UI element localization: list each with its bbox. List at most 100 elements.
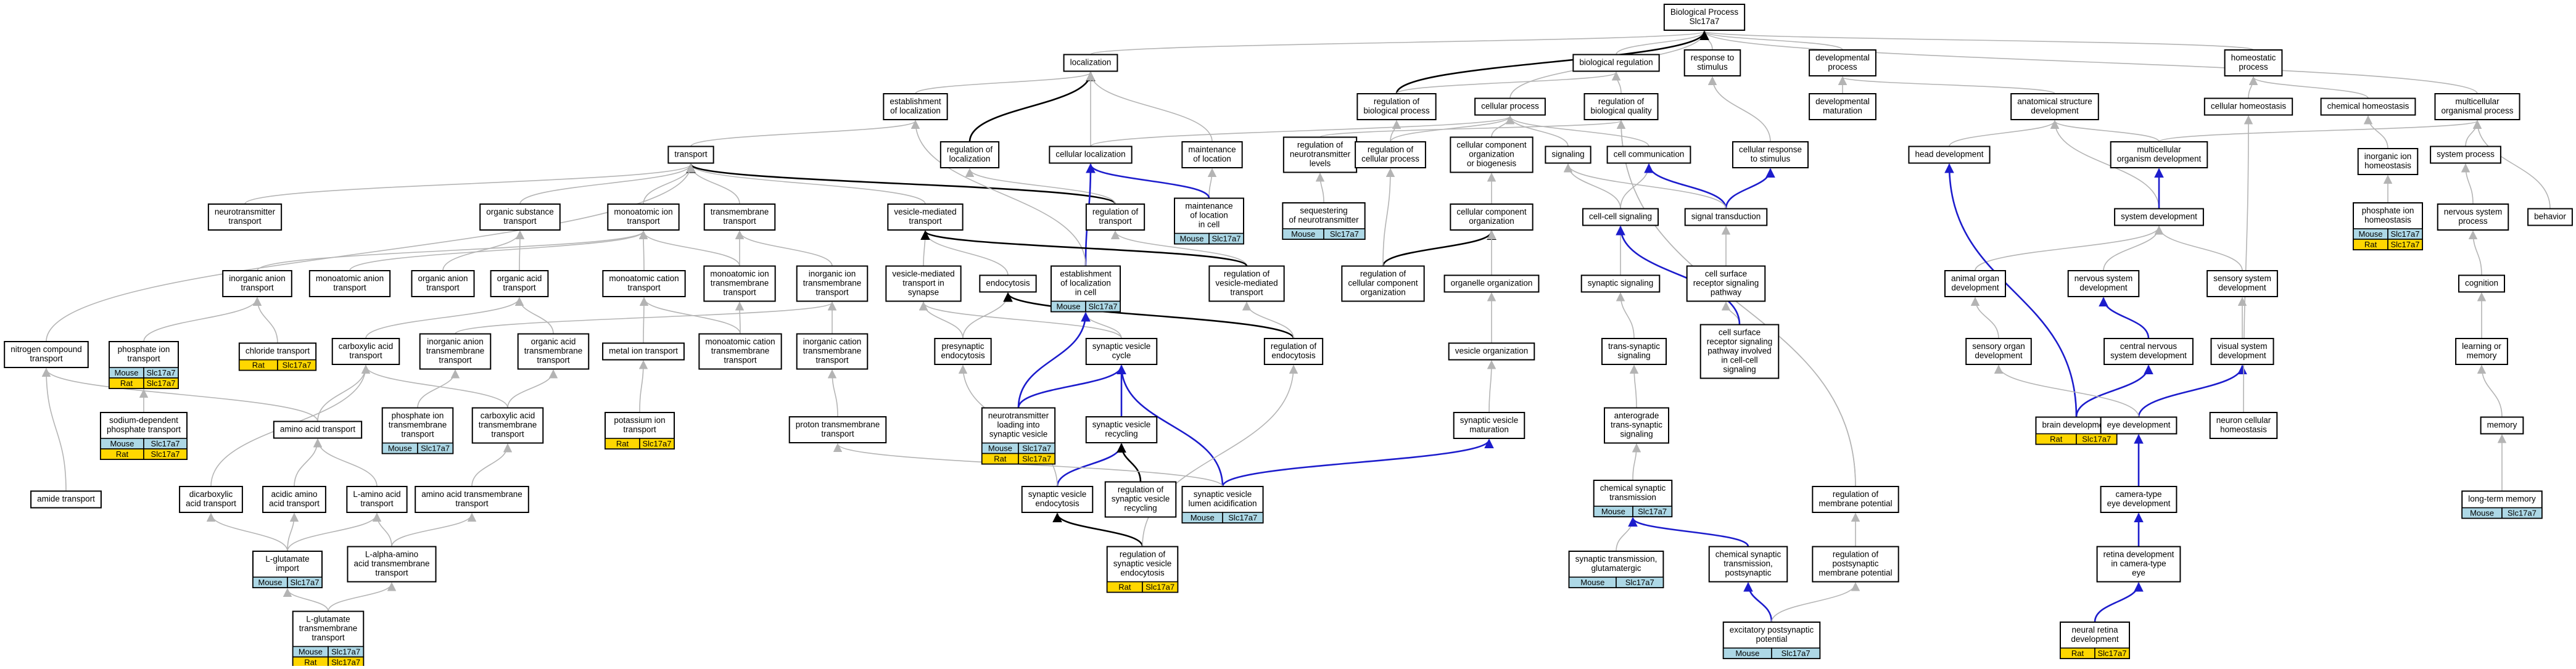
go-term-metaliontr[interactable]: metal ion transport — [602, 342, 685, 361]
go-term-cellproc[interactable]: cellular process — [1474, 97, 1546, 116]
go-term-cellhomeo[interactable]: cellular homeostasis — [2203, 97, 2293, 116]
go-term-cognition[interactable]: cognition — [2458, 274, 2506, 293]
go-term-syntransglut[interactable]: synaptic transmission,glutamatergicMouse… — [1568, 551, 1664, 588]
go-term-phosiontm[interactable]: phosphate iontransmembranetransportMouse… — [381, 407, 454, 454]
go-term-eyedev[interactable]: eye development — [2100, 416, 2178, 435]
go-term-headdev[interactable]: head development — [1908, 146, 1991, 164]
go-term-loc[interactable]: localization — [1063, 54, 1118, 72]
go-term-signaling[interactable]: signaling — [1545, 146, 1591, 164]
go-term-memory[interactable]: memory — [2480, 416, 2524, 435]
go-term-organelle[interactable]: organelle organization — [1443, 274, 1540, 293]
go-term-transport[interactable]: transport — [667, 146, 714, 164]
go-term-synsig[interactable]: synaptic signaling — [1580, 274, 1661, 293]
go-term-vesorg[interactable]: vesicle organization — [1448, 342, 1535, 361]
go-term-chemhomeo[interactable]: chemical homeostasis — [2320, 97, 2416, 116]
go-term-sysdev[interactable]: system development — [2114, 208, 2204, 226]
go-term-behavior[interactable]: behavior — [2527, 208, 2573, 226]
go-term-cellcomm[interactable]: cell communication — [1606, 146, 1691, 164]
go-term-chemsynpost[interactable]: chemical synaptictransmission,postsynapt… — [1708, 546, 1788, 583]
go-term-amidetr[interactable]: amide transport — [30, 490, 102, 509]
go-term-sigtrans[interactable]: signal transduction — [1684, 208, 1768, 226]
go-term-endocytosis[interactable]: endocytosis — [979, 274, 1037, 293]
go-term-cellloc[interactable]: cellular localization — [1049, 146, 1133, 164]
go-term-ccsig[interactable]: cell-cell signaling — [1582, 208, 1659, 226]
